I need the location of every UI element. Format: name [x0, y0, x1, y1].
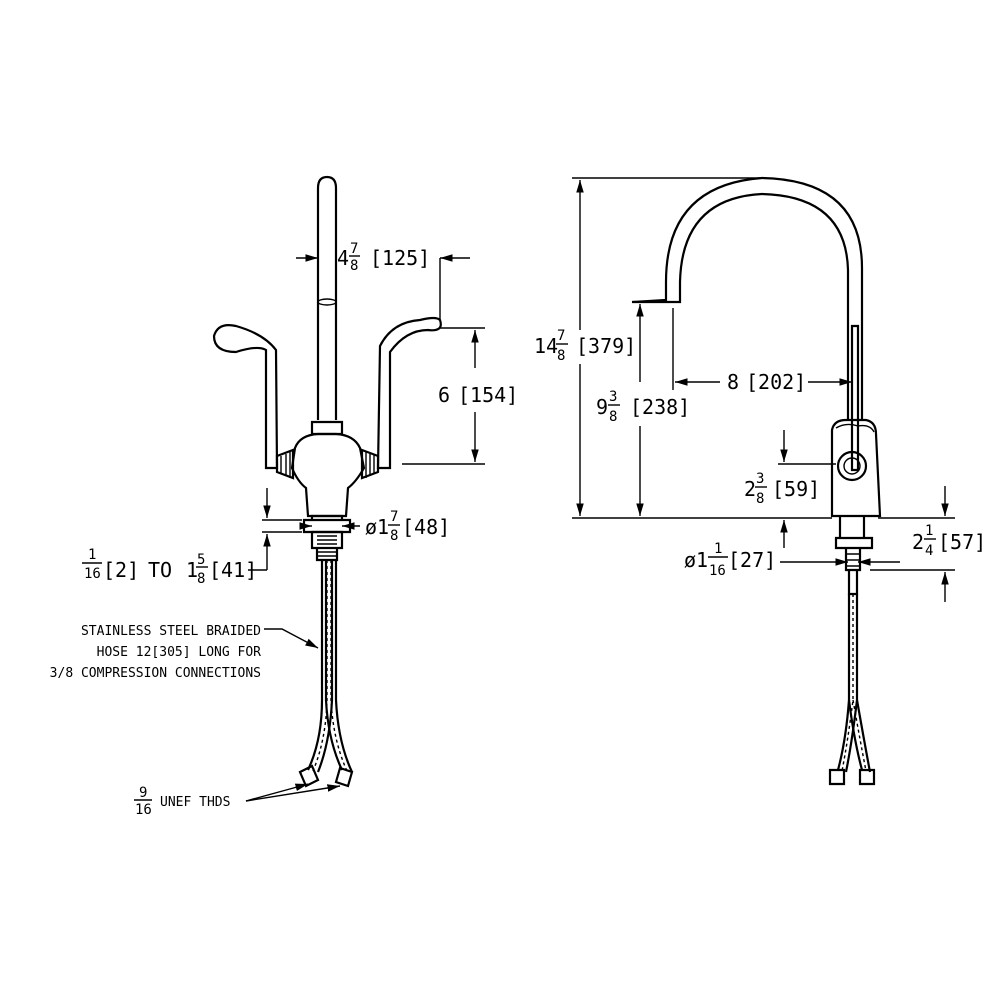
side-view: 14 7 8 [379] 9 3 8 [238] 8 [202] 2 3 8 […: [534, 176, 986, 786]
front-hose-fitting-right: [334, 766, 354, 788]
deck-range-metric2: [41]: [209, 558, 257, 582]
spout-height-den: 8: [609, 409, 617, 425]
deck-range-den1: 16: [84, 566, 101, 582]
thread-note-den: 16: [135, 802, 152, 818]
side-handle-height-num: 3: [756, 471, 764, 487]
shank-length-whole: 2: [912, 530, 924, 554]
deck-range-den2: 8: [197, 571, 205, 587]
hose-note-line-2: HOSE 12[305] LONG FOR: [97, 645, 262, 660]
side-handle-lever: [850, 324, 860, 472]
left-wrist-blade-handle: [212, 324, 279, 470]
deck-range-metric1: [2]: [103, 558, 139, 582]
front-shank-dia-den: 8: [390, 528, 398, 544]
shank-length-den: 4: [925, 543, 933, 559]
deck-range-whole2: 1: [186, 558, 198, 582]
side-handle-height-metric: [59]: [772, 477, 820, 501]
front-shank-dia-num: 7: [390, 509, 398, 525]
side-shank-dia-num: 1: [714, 541, 722, 557]
overall-height-den: 8: [557, 348, 565, 364]
front-handle-height-metric: [154]: [458, 383, 518, 407]
side-handle-hub: [836, 450, 868, 482]
side-handle-height-whole: 2: [744, 477, 756, 501]
side-shank-dia-den: 16: [709, 563, 726, 579]
spout-width-num: 7: [350, 241, 358, 257]
side-hose-fitting-left: [828, 768, 846, 786]
side-supply-hose-right: [847, 699, 872, 773]
overall-height-whole: 14: [534, 334, 558, 358]
right-wrist-blade-handle: [376, 316, 442, 470]
spout-width-whole: 4: [337, 246, 349, 270]
deck-range-num2: 5: [197, 552, 205, 568]
front-spout: [316, 175, 338, 420]
side-flange: [834, 516, 874, 550]
spout-ring: [317, 298, 337, 306]
spout-height-metric: [238]: [630, 395, 690, 419]
front-body: [290, 432, 366, 518]
front-hose-fitting-left: [298, 764, 320, 788]
overall-height-metric: [379]: [576, 334, 636, 358]
shank-length-metric: [57]: [938, 530, 986, 554]
thread-note-num: 9: [139, 785, 147, 801]
front-flange: [302, 514, 352, 534]
front-shank-dia-sym: ø1: [365, 515, 389, 539]
right-valve: [360, 448, 380, 480]
deck-range-num1: 1: [88, 547, 96, 563]
side-handle-height-den: 8: [756, 491, 764, 507]
deck-range-to: TO: [148, 558, 172, 582]
side-supply-hose-left: [836, 594, 859, 773]
spout-width-den: 8: [350, 258, 358, 274]
side-shank: [844, 548, 862, 596]
spout-height-num: 3: [609, 389, 617, 405]
side-gooseneck-spout: [664, 176, 864, 420]
spout-height-whole: 9: [596, 395, 608, 419]
spout-reach-metric: [202]: [746, 370, 806, 394]
overall-height-num: 7: [557, 328, 565, 344]
side-spout-tip: [631, 282, 682, 304]
spout-width-metric: [125]: [370, 246, 430, 270]
front-view: 4 7 8 [125] 6 [154] ø1 7 8 [48] 1 16 [2]…: [50, 175, 518, 818]
shank-length-num: 1: [925, 523, 933, 539]
side-shank-dia-sym: ø1: [684, 548, 708, 572]
front-supply-hose-right: [324, 560, 353, 773]
hose-note-line-1: STAINLESS STEEL BRAIDED: [81, 624, 261, 639]
side-hose-fitting-right: [858, 768, 876, 786]
front-handle-height-label: 6: [438, 383, 450, 407]
front-shank-dia-metric: [48]: [402, 515, 450, 539]
front-supply-hose-left: [307, 560, 334, 773]
hose-note-line-3: 3/8 COMPRESSION CONNECTIONS: [50, 666, 261, 681]
thread-note-text: UNEF THDS: [160, 795, 230, 810]
side-shank-dia-metric: [27]: [728, 548, 776, 572]
side-body: [830, 418, 882, 518]
spout-nut: [310, 420, 344, 436]
spout-reach-label: 8: [727, 370, 739, 394]
